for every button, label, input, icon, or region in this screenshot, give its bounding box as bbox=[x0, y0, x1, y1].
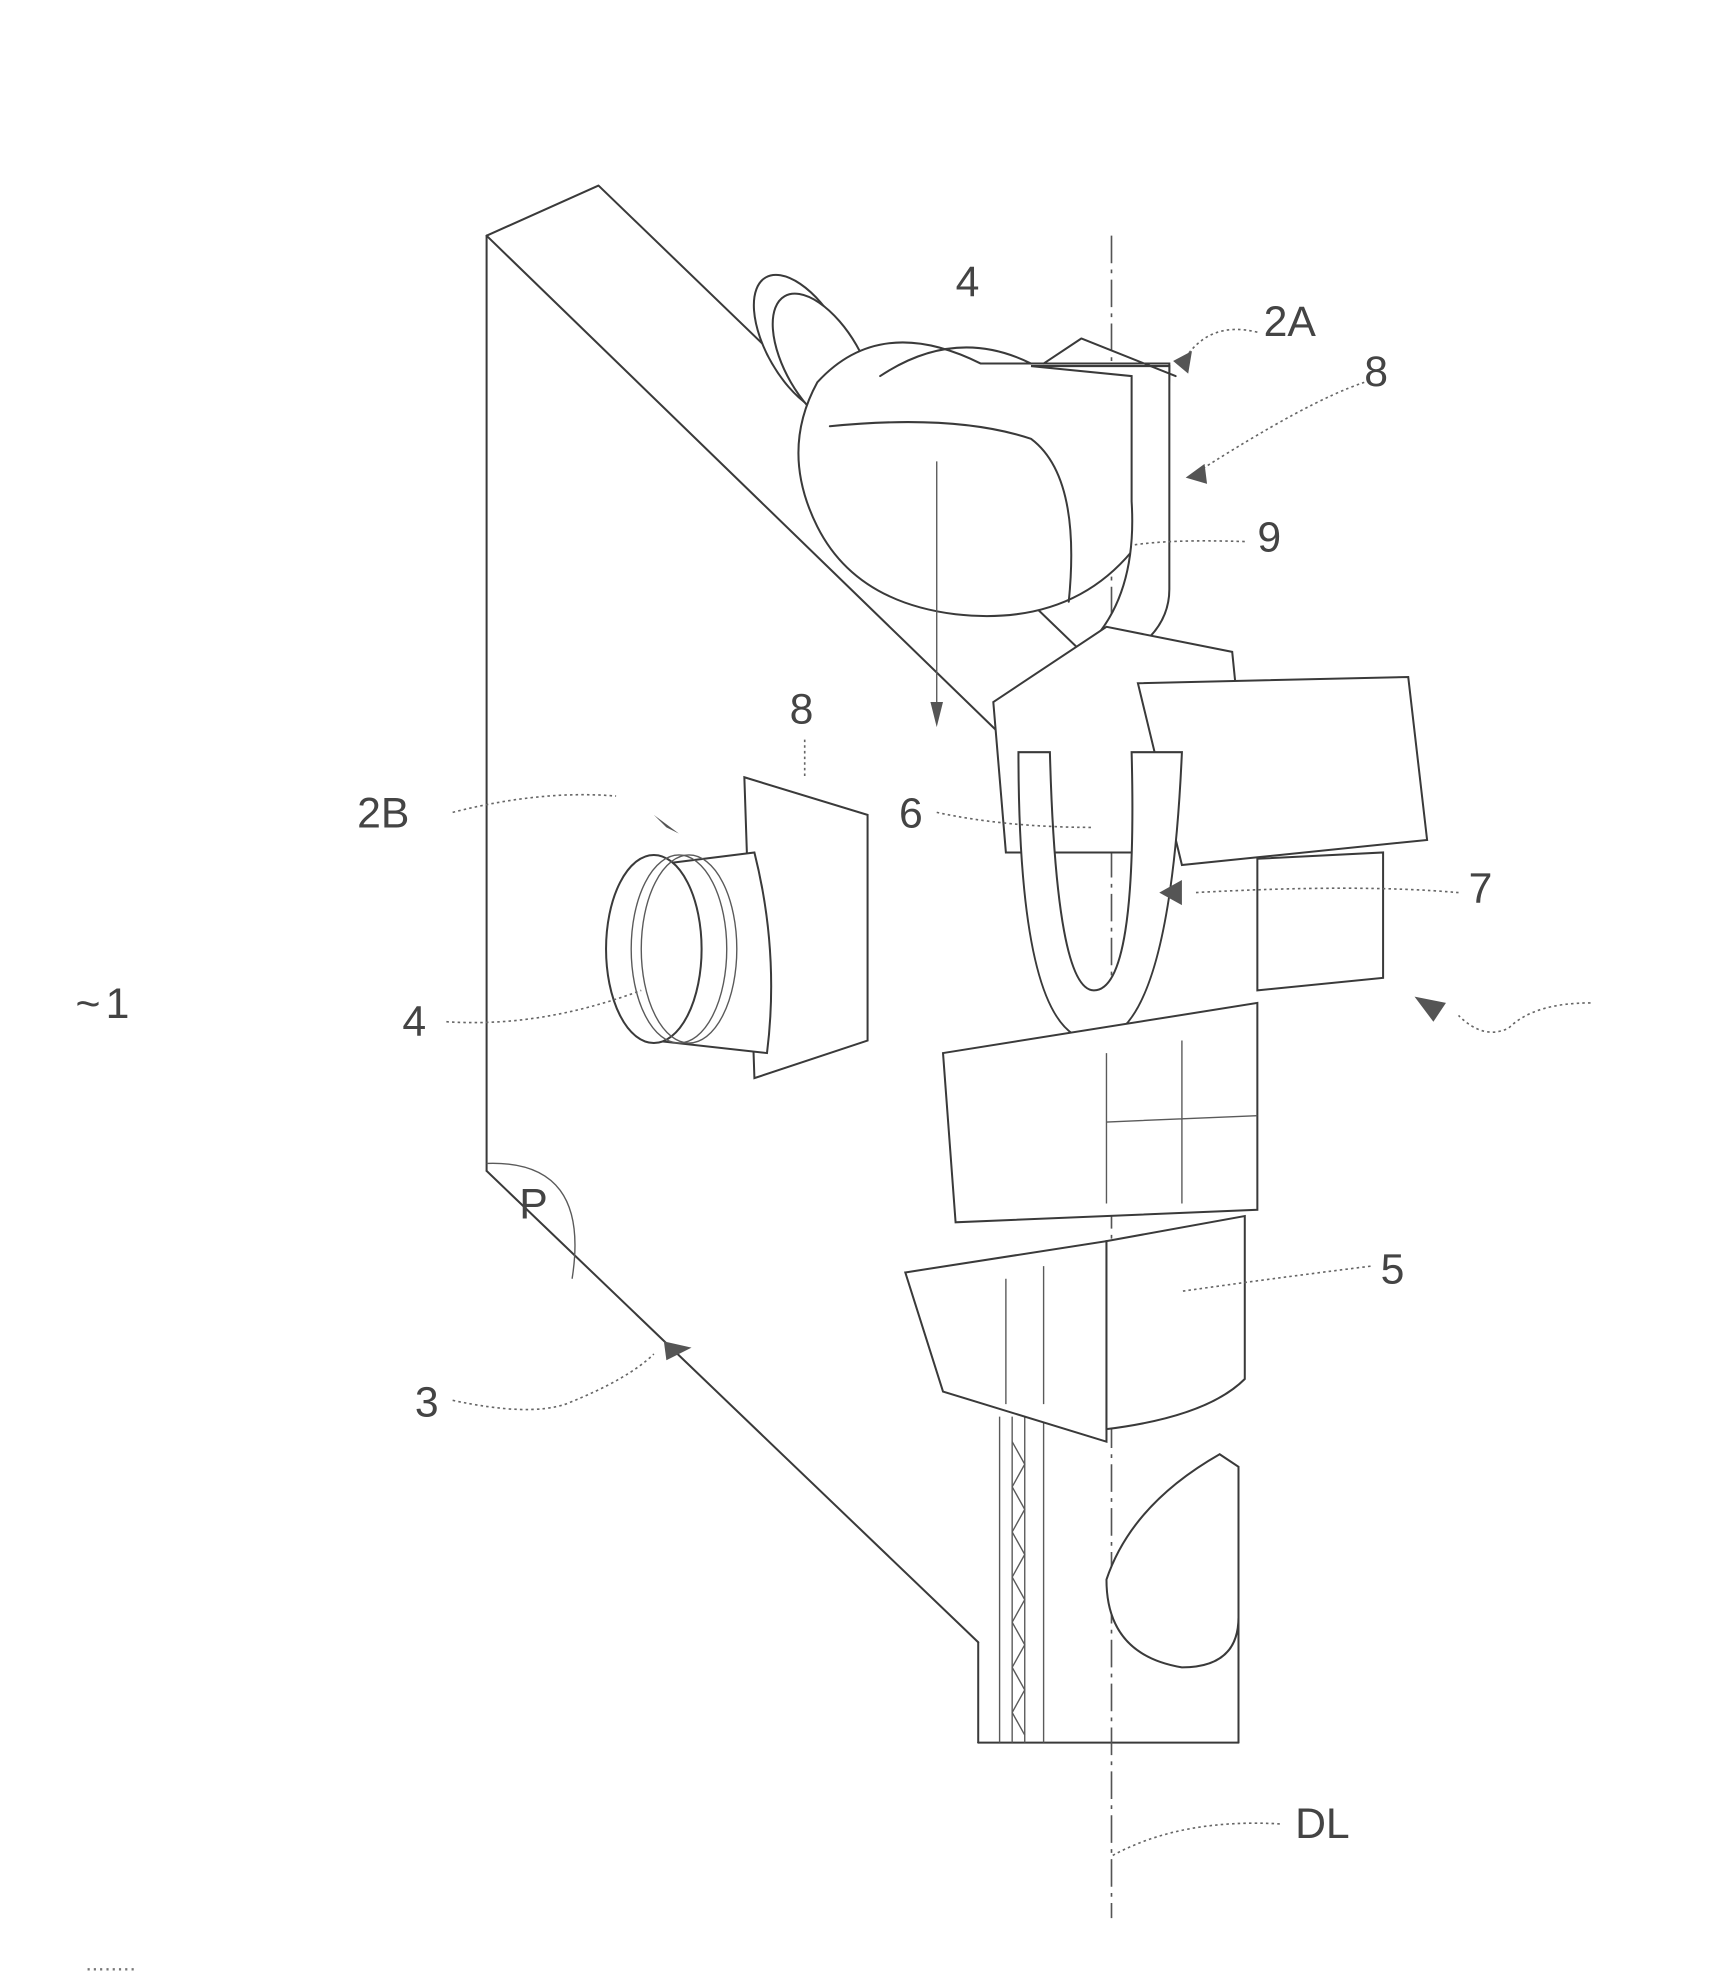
label-7: 7 bbox=[1469, 865, 1493, 913]
label-8-top: 8 bbox=[1364, 348, 1388, 396]
label-8-side: 8 bbox=[790, 685, 814, 733]
label-2a: 2A bbox=[1264, 298, 1317, 346]
label-dl: DL bbox=[1295, 1800, 1350, 1848]
label-5: 5 bbox=[1381, 1246, 1405, 1294]
label-4-side: 4 bbox=[402, 998, 426, 1046]
figure-number-prefix: ~ bbox=[75, 980, 100, 1028]
label-9: 9 bbox=[1257, 514, 1281, 562]
hose bbox=[1105, 1453, 1240, 1669]
pipe-2b bbox=[605, 775, 869, 1080]
panel bbox=[485, 184, 1265, 1744]
figure-number: 1 bbox=[106, 980, 130, 1028]
label-6: 6 bbox=[899, 789, 923, 837]
label-3: 3 bbox=[415, 1379, 439, 1427]
support-bracket bbox=[903, 625, 1429, 1444]
leaders bbox=[446, 328, 1591, 1857]
plane-arc bbox=[486, 1162, 576, 1279]
label-4-top: 4 bbox=[956, 258, 980, 306]
label-p: P bbox=[519, 1181, 548, 1229]
footer-mark: ........ bbox=[86, 1951, 136, 1976]
rail-ladder bbox=[1011, 1441, 1026, 1736]
elbow-pipe-2a bbox=[752, 273, 1177, 728]
label-2b: 2B bbox=[357, 789, 409, 837]
